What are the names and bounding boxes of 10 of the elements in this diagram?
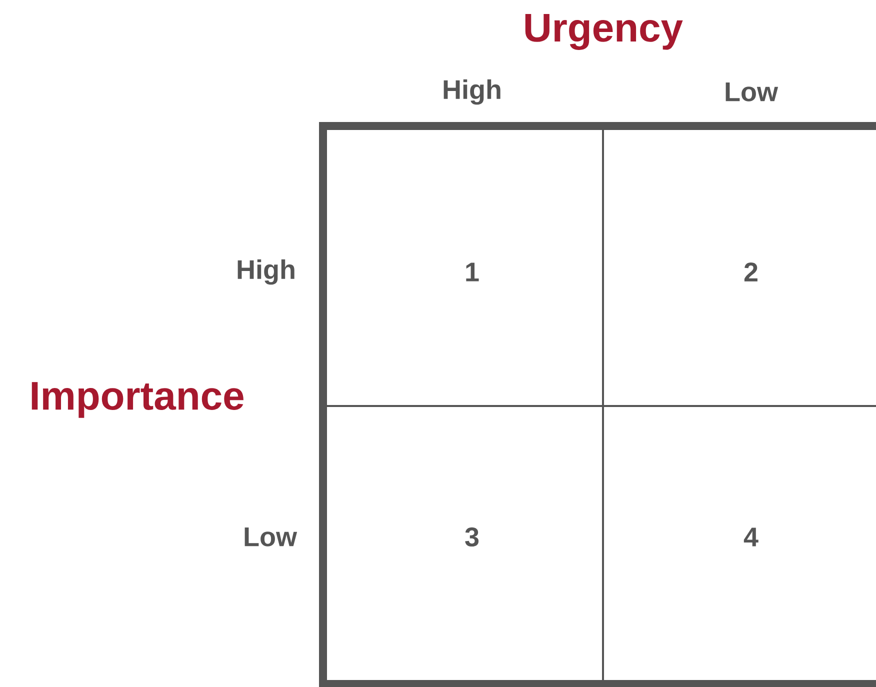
matrix-cell: 2 [744, 262, 758, 282]
matrix-cell: 4 [744, 528, 758, 546]
matrix-cell: 1 [466, 262, 479, 282]
row-header: High [238, 259, 294, 285]
column-header: Low [726, 82, 778, 102]
axis-title: Importance [32, 382, 244, 418]
row-header: Low [244, 528, 298, 546]
axis-title: Urgency [525, 14, 683, 50]
column-header: High [444, 79, 500, 105]
matrix-cell: 3 [465, 527, 479, 547]
